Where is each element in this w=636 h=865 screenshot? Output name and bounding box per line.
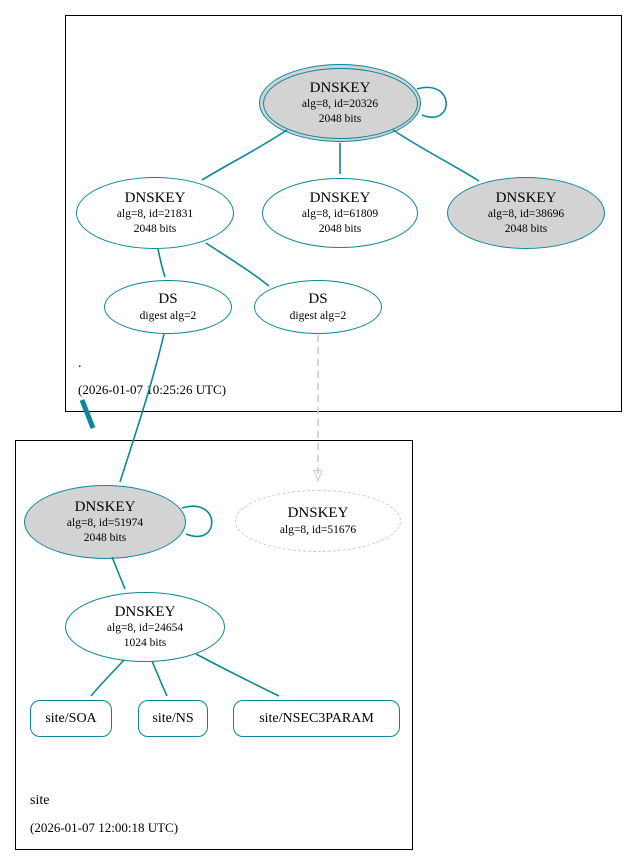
rrset-site-nsec3param: site/NSEC3PARAM: [233, 700, 400, 737]
zone-timestamp-root: (2026-01-07 10:25:26 UTC): [78, 382, 227, 397]
ds-node-2: DS digest alg=2: [254, 280, 382, 334]
node-type: DS: [158, 291, 178, 308]
node-params: alg=8, id=38696: [487, 208, 565, 221]
dnskey-node-61809: DNSKEY alg=8, id=61809 2048 bits: [262, 178, 418, 248]
rrset-site-soa: site/SOA: [30, 700, 112, 737]
node-type: DNSKEY: [74, 498, 136, 515]
dnskey-node-20326: DNSKEY alg=8, id=20326 2048 bits: [259, 64, 421, 142]
node-params: alg=8, id=20326: [301, 98, 379, 111]
ds-node-1: DS digest alg=2: [104, 280, 232, 334]
node-size: 2048 bits: [83, 532, 127, 545]
node-size: 2048 bits: [318, 223, 362, 236]
node-size: 1024 bits: [123, 637, 167, 650]
node-type: DNSKEY: [309, 189, 371, 206]
node-type: DNSKEY: [287, 505, 349, 522]
node-size: 2048 bits: [504, 223, 548, 236]
node-type: DS: [308, 291, 328, 308]
dnskey-node-51974: DNSKEY alg=8, id=51974 2048 bits: [24, 485, 186, 559]
zone-timestamp-site: (2026-01-07 12:00:18 UTC): [30, 820, 179, 835]
node-size: 2048 bits: [133, 223, 177, 236]
node-type: DNSKEY: [124, 189, 186, 206]
dnskey-node-38696: DNSKEY alg=8, id=38696 2048 bits: [447, 177, 605, 249]
node-params: digest alg=2: [289, 309, 347, 322]
node-type: DNSKEY: [495, 189, 557, 206]
node-type: DNSKEY: [114, 603, 176, 620]
dnskey-node-51676-missing: DNSKEY alg=8, id=51676: [235, 490, 401, 552]
node-params: alg=8, id=21831: [116, 208, 194, 221]
node-params: alg=8, id=24654: [106, 622, 184, 635]
node-size: 2048 bits: [318, 113, 362, 126]
node-params: alg=8, id=61809: [301, 208, 379, 221]
rrset-site-ns: site/NS: [138, 700, 208, 737]
node-params: digest alg=2: [139, 309, 197, 322]
zone-label-root: .: [78, 356, 82, 371]
dnskey-node-24654: DNSKEY alg=8, id=24654 1024 bits: [65, 592, 225, 662]
dnskey-node-21831: DNSKEY alg=8, id=21831 2048 bits: [76, 177, 234, 249]
zone-label-site: site: [30, 793, 50, 808]
node-params: alg=8, id=51676: [279, 523, 357, 536]
node-type: DNSKEY: [309, 79, 371, 96]
node-params: alg=8, id=51974: [66, 517, 144, 530]
